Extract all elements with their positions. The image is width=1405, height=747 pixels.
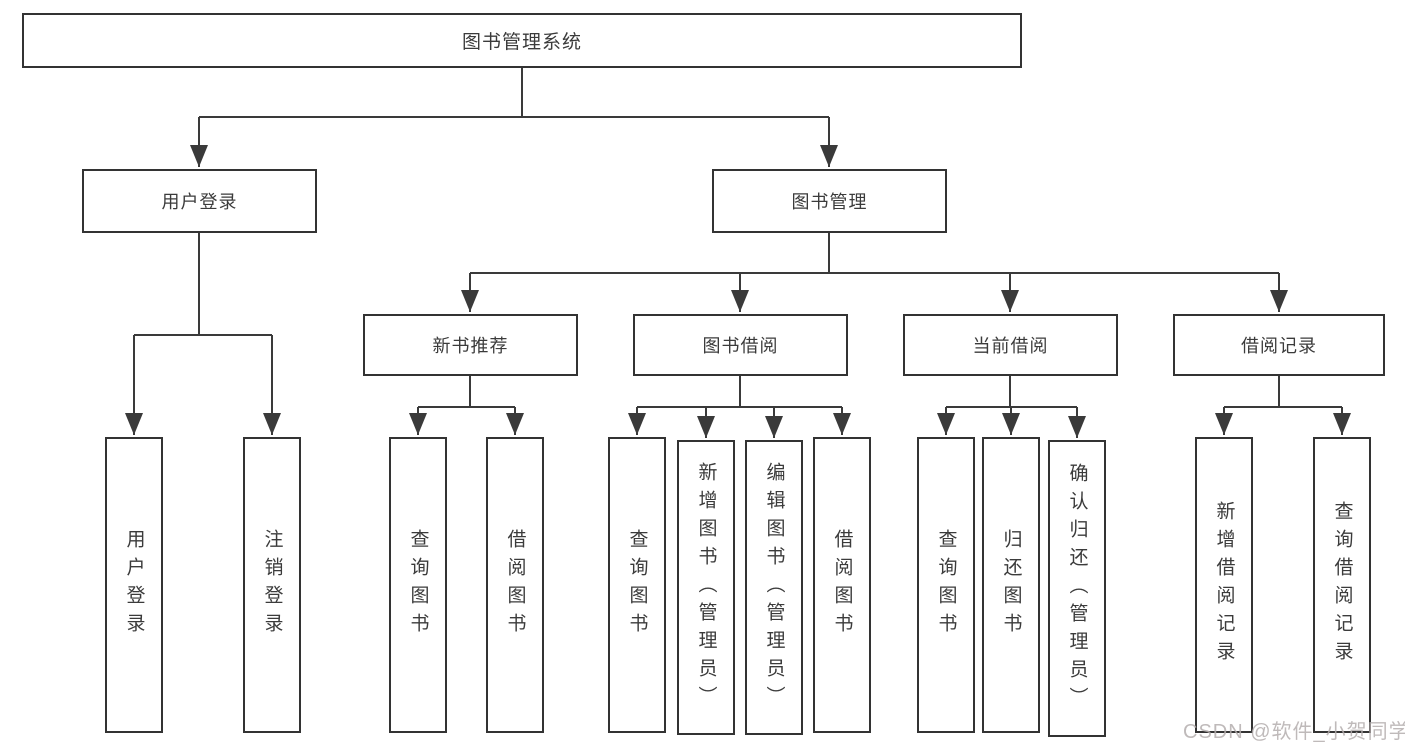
node-new-book-recommend: 新书推荐 <box>363 314 578 376</box>
leaf-query-borrow-record: 查询借阅记录 <box>1313 437 1371 733</box>
watermark: CSDN @软件_小贺同学 <box>1183 721 1405 743</box>
leaf-confirm-return-admin: 确认归还（管理员） <box>1048 440 1106 737</box>
leaf-borrow-books-recommend: 借阅图书 <box>486 437 544 733</box>
node-current-borrowing: 当前借阅 <box>903 314 1118 376</box>
node-library-management-system: 图书管理系统 <box>22 13 1022 68</box>
leaf-query-books-recommend: 查询图书 <box>389 437 447 733</box>
leaf-edit-book-admin: 编辑图书（管理员） <box>745 440 803 735</box>
leaf-query-books-borrowing: 查询图书 <box>608 437 666 733</box>
leaf-logout: 注销登录 <box>243 437 301 733</box>
node-borrow-records: 借阅记录 <box>1173 314 1385 376</box>
leaf-add-book-admin: 新增图书（管理员） <box>677 440 735 735</box>
leaf-add-borrow-record: 新增借阅记录 <box>1195 437 1253 733</box>
leaf-return-book: 归还图书 <box>982 437 1040 733</box>
leaf-user-login: 用户登录 <box>105 437 163 733</box>
leaf-borrow-books-borrowing: 借阅图书 <box>813 437 871 733</box>
node-book-management: 图书管理 <box>712 169 947 233</box>
node-book-borrowing: 图书借阅 <box>633 314 848 376</box>
node-user-login: 用户登录 <box>82 169 317 233</box>
leaf-query-books-current: 查询图书 <box>917 437 975 733</box>
